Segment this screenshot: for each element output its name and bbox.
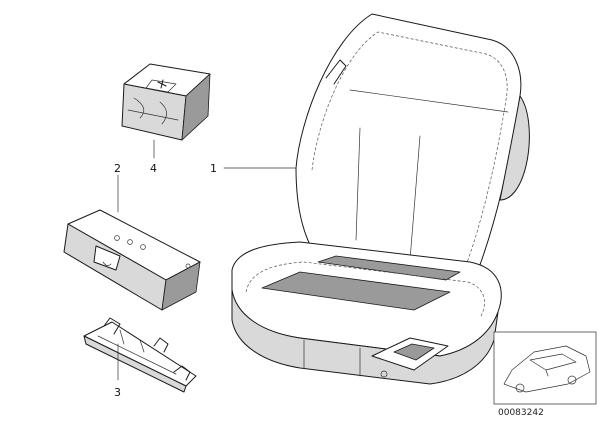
car-icon [503, 345, 591, 393]
seat-rail-bracket[interactable] [83, 317, 197, 393]
diagram-id: 00083242 [498, 408, 544, 418]
cross-icon [145, 79, 177, 93]
callout-3: 3 [114, 386, 121, 399]
callout-1: 1 [210, 162, 217, 175]
callout-2: 2 [114, 162, 121, 175]
callout-4: 4 [150, 162, 157, 175]
car-thumbnail [493, 331, 597, 405]
first-aid-kit[interactable] [121, 63, 211, 141]
leader-lines [117, 139, 297, 381]
storage-tray[interactable] [63, 209, 201, 311]
front-seat[interactable] [231, 13, 530, 385]
